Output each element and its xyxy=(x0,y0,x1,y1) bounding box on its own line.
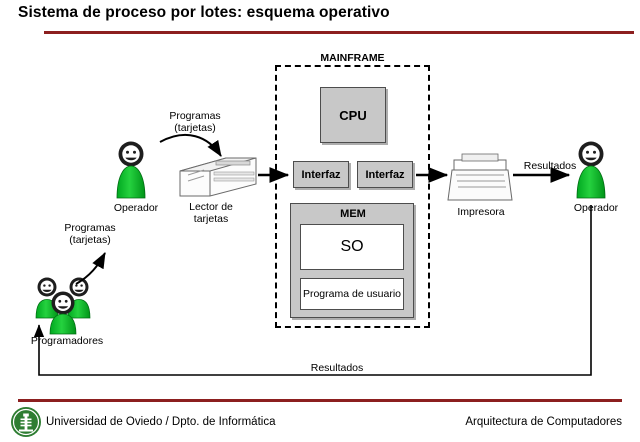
page-title: Sistema de proceso por lotes: esquema op… xyxy=(18,4,390,21)
title-divider xyxy=(44,31,634,34)
label-programas-tarjetas-top: Programas (tarjetas) xyxy=(169,110,221,134)
label-programadores: Programadores xyxy=(30,335,104,347)
footer-left-text: Universidad de Oviedo / Dpto. de Informá… xyxy=(46,416,276,428)
label-resultados-superior: Resultados xyxy=(523,160,577,172)
mainframe-label: MAINFRAME xyxy=(320,52,385,64)
label-lector-de-tarjetas: Lector de tarjetas xyxy=(189,201,233,225)
label-programas-tarjetas-left: Programas (tarjetas) xyxy=(64,222,116,246)
programadores-group xyxy=(35,277,91,335)
label-operador-derecha: Operador xyxy=(573,202,619,214)
impresora-device xyxy=(447,153,513,201)
university-seal-logo xyxy=(11,407,41,437)
programa-usuario-box: Programa de usuario xyxy=(300,278,404,310)
interfaz-right-box: Interfaz xyxy=(357,161,413,188)
mem-label: MEM xyxy=(340,208,366,220)
cpu-box: CPU xyxy=(320,87,386,143)
lector-de-tarjetas-device xyxy=(179,157,257,197)
footer-right-text: Arquitectura de Computadores xyxy=(465,416,622,428)
mainframe-boundary xyxy=(275,65,430,328)
interfaz-left-box: Interfaz xyxy=(293,161,349,188)
so-box: SO xyxy=(300,224,404,270)
label-impresora: Impresora xyxy=(457,206,505,218)
operador-izquierda-figure xyxy=(116,141,146,199)
label-resultados-inferior: Resultados xyxy=(310,362,364,374)
label-operador-izquierda: Operador xyxy=(113,202,159,214)
footer-divider xyxy=(18,399,622,402)
